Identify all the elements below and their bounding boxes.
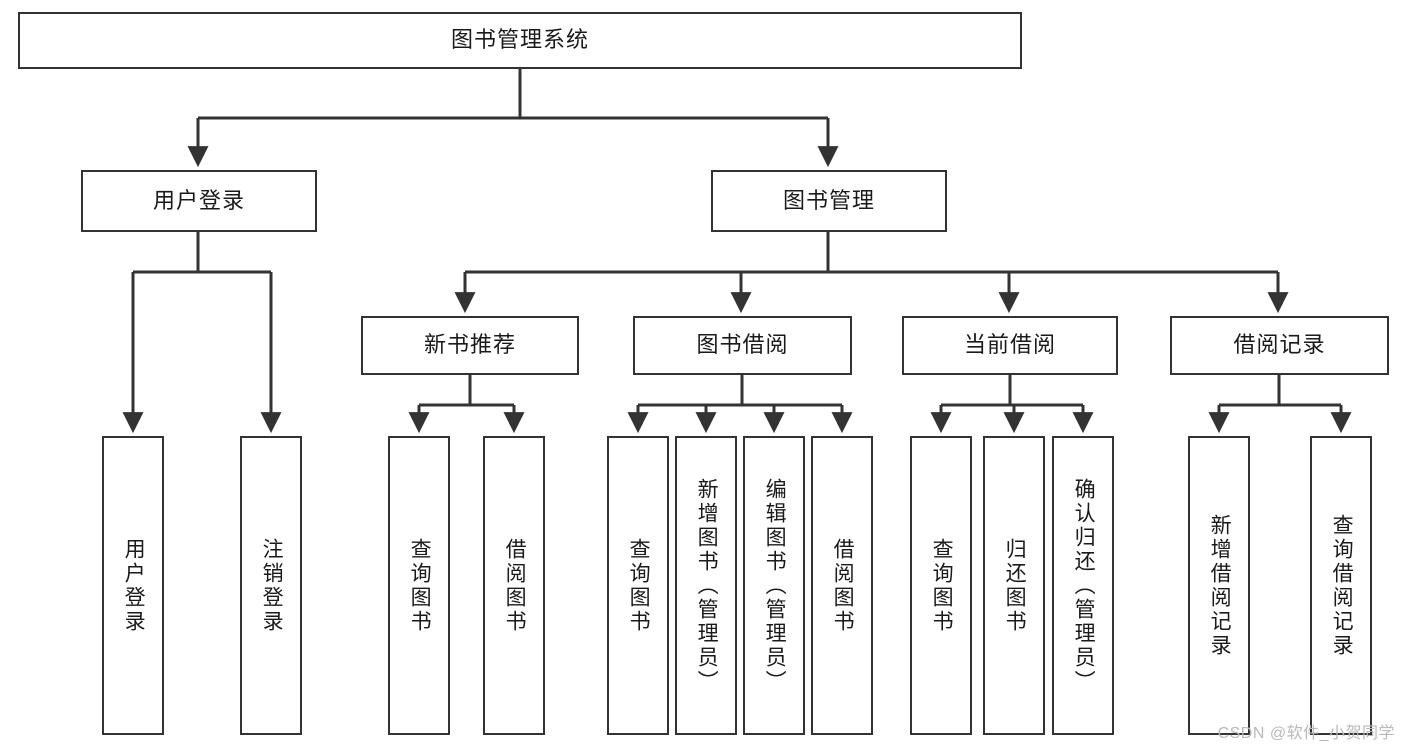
- leaf-add-borrow-record[interactable]: 新增借阅记录: [1188, 436, 1250, 735]
- leaf-borrow-book-recommend-label: 借阅图书: [503, 537, 527, 634]
- leaf-add-book-admin[interactable]: 新增图书（管理员）: [675, 436, 737, 735]
- node-book-borrow[interactable]: 图书借阅: [633, 316, 852, 375]
- leaf-confirm-return-admin[interactable]: 确认归还（管理员）: [1052, 436, 1114, 735]
- watermark: CSDN @软件_小贺同学: [1217, 725, 1395, 742]
- leaf-add-borrow-record-label: 新增借阅记录: [1208, 513, 1232, 658]
- node-root[interactable]: 图书管理系统: [18, 12, 1022, 69]
- leaf-logout-label: 注销登录: [260, 537, 284, 634]
- leaf-query-book-recommend[interactable]: 查询图书: [388, 436, 450, 735]
- node-book-manage-label: 图书管理: [782, 187, 875, 213]
- leaf-borrow-book[interactable]: 借阅图书: [811, 436, 873, 735]
- node-user-login-label: 用户登录: [152, 187, 245, 213]
- leaf-edit-book-admin[interactable]: 编辑图书（管理员）: [743, 436, 805, 735]
- leaf-add-book-admin-label: 新增图书（管理员）: [695, 477, 719, 694]
- node-current-borrow[interactable]: 当前借阅: [902, 316, 1118, 375]
- node-borrow-records[interactable]: 借阅记录: [1170, 316, 1389, 375]
- leaf-query-borrow-record-label: 查询借阅记录: [1330, 513, 1354, 658]
- node-current-borrow-label: 当前借阅: [963, 332, 1056, 358]
- leaf-query-borrow-record[interactable]: 查询借阅记录: [1310, 436, 1372, 735]
- leaf-query-book-current-label: 查询图书: [930, 537, 954, 634]
- node-new-book-recommend[interactable]: 新书推荐: [361, 316, 579, 375]
- node-root-label: 图书管理系统: [450, 27, 589, 53]
- leaf-user-login-label: 用户登录: [122, 537, 146, 634]
- node-user-login[interactable]: 用户登录: [81, 170, 317, 232]
- leaf-edit-book-admin-label: 编辑图书（管理员）: [763, 477, 787, 694]
- leaf-query-book-borrow[interactable]: 查询图书: [607, 436, 669, 735]
- node-book-manage[interactable]: 图书管理: [711, 170, 947, 232]
- leaf-query-book-recommend-label: 查询图书: [408, 537, 432, 634]
- node-book-borrow-label: 图书借阅: [696, 332, 789, 358]
- leaf-return-book[interactable]: 归还图书: [983, 436, 1045, 735]
- leaf-user-login[interactable]: 用户登录: [102, 436, 164, 735]
- leaf-logout[interactable]: 注销登录: [240, 436, 302, 735]
- leaf-borrow-book-recommend[interactable]: 借阅图书: [483, 436, 545, 735]
- leaf-borrow-book-label: 借阅图书: [831, 537, 855, 634]
- leaf-query-book-borrow-label: 查询图书: [627, 537, 651, 634]
- leaf-return-book-label: 归还图书: [1003, 537, 1027, 634]
- leaf-confirm-return-admin-label: 确认归还（管理员）: [1072, 477, 1096, 694]
- node-borrow-records-label: 借阅记录: [1233, 332, 1326, 358]
- leaf-query-book-current[interactable]: 查询图书: [910, 436, 972, 735]
- node-new-book-recommend-label: 新书推荐: [423, 332, 516, 358]
